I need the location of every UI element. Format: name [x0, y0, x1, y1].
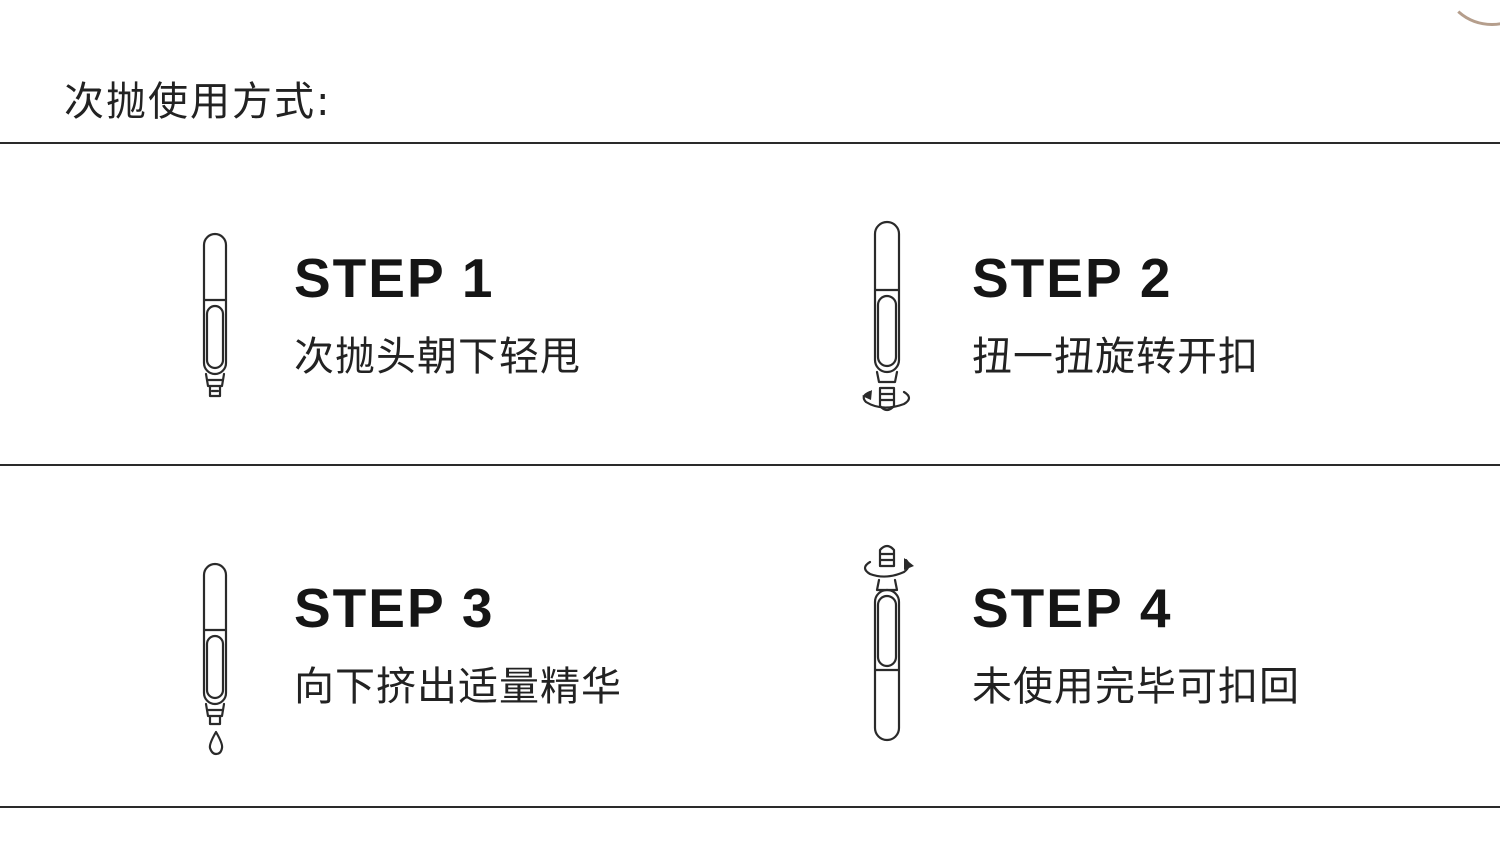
step-description: 扭一扭旋转开扣 [972, 334, 1259, 380]
step-label: STEP 4 [972, 577, 1173, 639]
step-label: STEP 1 [294, 247, 495, 309]
step-description: 未使用完毕可扣回 [972, 664, 1300, 710]
step-label: STEP 2 [972, 247, 1173, 309]
divider-bottom [0, 806, 1500, 808]
step-label: STEP 3 [294, 577, 495, 639]
divider-top [0, 142, 1500, 144]
vial-squeeze-drop-icon [202, 562, 228, 756]
step-description: 向下挤出适量精华 [294, 664, 622, 710]
step-description: 次抛头朝下轻甩 [294, 334, 581, 380]
divider-middle [0, 464, 1500, 466]
vial-pointing-down-icon [202, 232, 228, 398]
vial-twist-open-icon [862, 220, 911, 412]
corner-decoration [1444, 0, 1500, 26]
vial-recap-icon [863, 544, 914, 742]
section-title: 次抛使用方式: [64, 79, 332, 125]
